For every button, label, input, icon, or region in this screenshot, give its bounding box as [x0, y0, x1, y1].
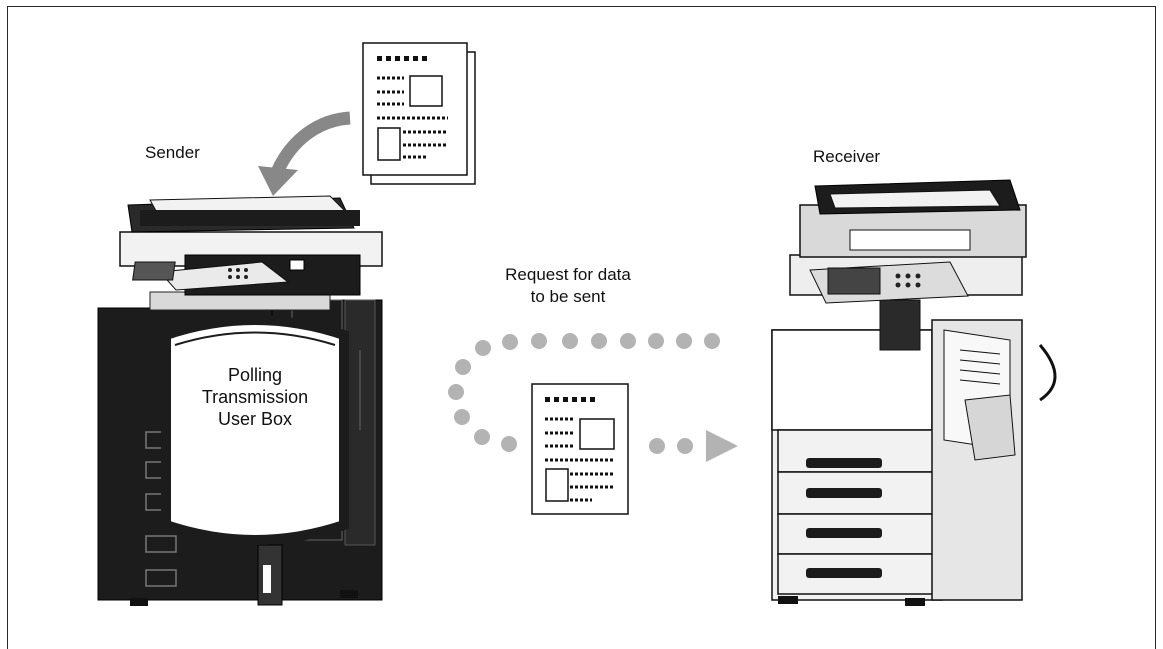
request-label-line-2: to be sent [530, 287, 606, 306]
receiver-label: Receiver [813, 147, 881, 166]
request-label-line-1: Request for data [505, 265, 631, 284]
user-box-label-line-3: User Box [217, 409, 293, 429]
receiver-mfp-icon [771, 179, 1057, 606]
user-box-label-line-1: Polling [227, 365, 283, 385]
transferred-document-icon [531, 383, 629, 515]
request-label: Request for data to be sent [478, 264, 658, 308]
curved-arrow-icon [258, 111, 351, 196]
user-box-label: Polling Transmission User Box [180, 364, 330, 430]
diagram-frame [7, 6, 1156, 649]
sender-label: Sender [145, 143, 200, 162]
flow-dots [448, 333, 738, 462]
user-box-label-line-2: Transmission [201, 387, 309, 407]
document-stack-icon [362, 42, 476, 185]
user-box-cylinder [161, 315, 349, 545]
